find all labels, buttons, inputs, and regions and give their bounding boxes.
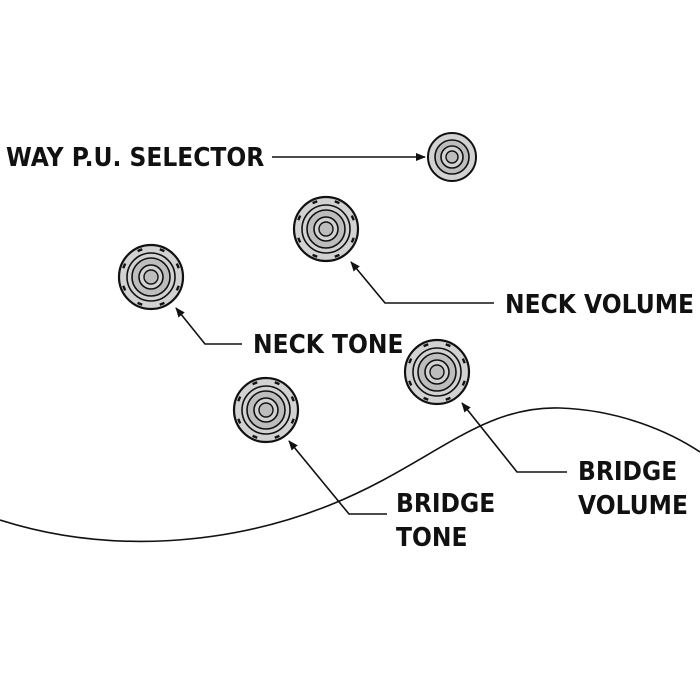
knob-notch: [237, 418, 242, 424]
knob-shaft: [318, 221, 334, 237]
knob-notch: [312, 253, 318, 258]
knob-notch: [297, 237, 302, 243]
knob-notch: [350, 215, 355, 221]
bridge-tone-knob-icon[interactable]: [232, 376, 300, 444]
knob-notch: [312, 200, 318, 205]
knob-notch: [445, 396, 451, 401]
selector-knob-icon[interactable]: [427, 132, 477, 182]
knob-notch: [252, 381, 258, 386]
knob-notch: [334, 200, 340, 205]
knob-notch: [122, 263, 127, 269]
bridge-tone-label-line-1: BRIDGE: [396, 489, 496, 519]
bridge-volume-label-line-1: BRIDGE: [578, 457, 678, 487]
knob-notch: [408, 358, 413, 364]
knob-notch: [408, 380, 413, 386]
selector-label: WAY P.U. SELECTOR: [6, 141, 264, 175]
selector-label-line: WAY P.U. SELECTOR: [6, 143, 265, 173]
knob-notch: [334, 253, 340, 258]
bridge-tone-leader-arrow: [288, 440, 387, 515]
bridge-volume-leader-arrow: [461, 402, 567, 473]
bridge-tone-label-line-2: TONE: [396, 523, 468, 553]
knob-notch: [423, 343, 429, 348]
selector-shaft: [445, 150, 459, 164]
knob-shaft: [143, 269, 159, 285]
neck-volume-label: NECK VOLUME: [505, 288, 694, 322]
neck-tone-label-line: NECK TONE: [253, 330, 404, 360]
bridge-volume-knob-icon[interactable]: [403, 338, 471, 406]
knob-notch: [274, 381, 280, 386]
knob-notch: [423, 396, 429, 401]
knob-notch: [122, 285, 127, 291]
knob-notch: [175, 263, 180, 269]
knob-notch: [159, 301, 165, 306]
neck-volume-label-line: NECK VOLUME: [505, 290, 694, 320]
knob-notch: [461, 358, 466, 364]
knob-notch: [237, 396, 242, 402]
neck-volume-knob-icon[interactable]: [292, 195, 360, 263]
knob-notch: [290, 418, 295, 424]
knob-shaft: [429, 364, 445, 380]
knob-notch: [274, 434, 280, 439]
guitar-body-outline: [0, 407, 700, 543]
bridge-tone-label: BRIDGE TONE: [396, 487, 495, 555]
neck-tone-leader-arrow: [175, 307, 242, 345]
knob-notch: [137, 301, 143, 306]
knob-notch: [175, 285, 180, 291]
knob-notch: [252, 434, 258, 439]
neck-volume-leader-arrow: [350, 261, 494, 304]
bridge-volume-label: BRIDGE VOLUME: [578, 455, 688, 523]
knob-shaft: [258, 402, 274, 418]
knob-notch: [297, 215, 302, 221]
knob-notch: [290, 396, 295, 402]
knob-notch: [159, 248, 165, 253]
bridge-volume-label-line-2: VOLUME: [578, 491, 688, 521]
knob-notch: [350, 237, 355, 243]
knob-notch: [137, 248, 143, 253]
knob-notch: [461, 380, 466, 386]
neck-tone-knob-icon[interactable]: [117, 243, 185, 311]
neck-tone-label: NECK TONE: [253, 328, 403, 362]
knob-notch: [445, 343, 451, 348]
